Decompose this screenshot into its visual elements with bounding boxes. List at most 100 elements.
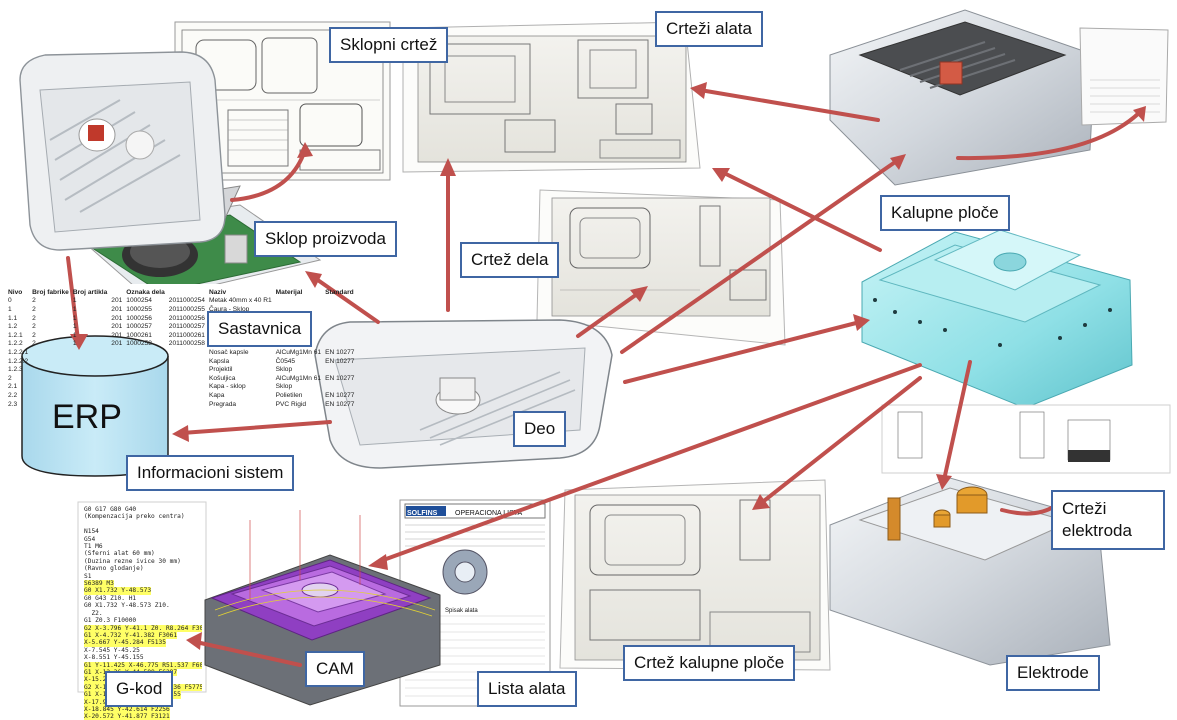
arrow-core-to-electrodes xyxy=(942,360,972,482)
bom-cell xyxy=(109,357,124,366)
bom-cell xyxy=(109,391,124,400)
gcode-line: G1 Z0.3 F10000 xyxy=(84,617,137,625)
electrode-model xyxy=(829,477,1111,666)
bom-cell: 2 xyxy=(8,374,12,382)
label-sklopni-crtez: Sklopni crtež xyxy=(329,27,449,63)
bom-cell: 1 xyxy=(8,305,12,313)
bom-cell: 2 xyxy=(32,314,36,322)
bom-cell: 201 xyxy=(111,323,123,331)
bom-cell: 2.1 xyxy=(8,383,18,391)
bom-cell xyxy=(323,383,356,392)
bom-header-cell: Broj fabrike xyxy=(32,288,69,296)
bom-cell xyxy=(109,383,124,392)
bom-cell xyxy=(167,391,207,400)
bom-cell xyxy=(71,383,109,392)
bom-cell: 1.2.2.2 xyxy=(8,357,29,365)
bom-cell xyxy=(167,374,207,383)
bom-cell: 2 xyxy=(32,305,36,313)
label-lista-alata: Lista alata xyxy=(477,671,577,707)
gcode-line: X-8.551 Y-45.155 xyxy=(84,654,144,662)
gcode-line: G0 G43 Z10. H1 xyxy=(84,594,137,602)
bom-cell: 2011000258 xyxy=(168,340,205,348)
bom-cell: EN 10277 xyxy=(325,400,355,408)
bom-cell: Kapa xyxy=(208,391,225,399)
label-crtez-kalupne-ploce: Crtež kalupne ploče xyxy=(623,645,796,681)
tool-list-subtitle: Spisak alata xyxy=(445,608,478,614)
bom-cell: 1.2.3 xyxy=(8,366,23,374)
bom-header-cell: Materijal xyxy=(275,288,303,296)
gcode-line: (Duzina rezne ivice 30 mm) xyxy=(84,557,181,565)
bom-cell xyxy=(124,348,166,357)
bom-cell xyxy=(323,365,356,374)
arrow-mold-to-sheet xyxy=(956,110,1142,161)
bom-cell: 201 xyxy=(111,305,123,313)
bom-cell xyxy=(124,357,166,366)
label-sastavnica: Sastavnica xyxy=(207,311,313,347)
bom-cell xyxy=(124,400,166,409)
arrow-core-to-tool-drawings xyxy=(720,170,882,252)
bom-cell: 2011000256 xyxy=(168,314,205,322)
gcode-line: X-7.545 Y-45.25 xyxy=(84,646,140,654)
bom-header-cell xyxy=(109,288,124,297)
mold-plate-model xyxy=(829,9,1169,186)
bom-header-cell: Broj artikla xyxy=(72,288,108,296)
gcode-line: G2 X-3.796 Y-41.1 Z0. R8.264 F3062 xyxy=(84,624,202,632)
bom-cell: Nosač kapsle xyxy=(208,348,249,356)
bom-cell xyxy=(30,391,71,400)
bom-header-cell: Oznaka dela xyxy=(126,288,165,296)
gcode-line: X-20.572 Y-41.877 F3121 xyxy=(84,713,170,720)
arrow-part-to-core xyxy=(623,320,862,384)
label-crtez-dela: Crtež dela xyxy=(460,242,560,278)
bom-cell: Sklop xyxy=(275,383,293,391)
bom-cell: Kapa - sklop xyxy=(208,383,246,391)
gcode-line: S6389 M3 xyxy=(84,580,114,588)
bom-cell xyxy=(30,400,71,409)
arrow-core-to-mold-drawing xyxy=(758,376,922,506)
arrow-cam-to-gcode xyxy=(194,640,302,667)
bom-cell: AlCuMg1Mn 61 xyxy=(275,348,322,356)
gcode-line: (Sferni alat 60 mm) xyxy=(84,550,155,558)
bom-cell: 1 xyxy=(72,314,77,322)
bom-cell xyxy=(71,365,109,374)
bom-cell: Čaura - Sklop xyxy=(208,305,250,313)
mold-plate-drawing-sheet xyxy=(559,479,831,671)
bom-header-cell: Naziv xyxy=(208,288,227,296)
bom-cell xyxy=(167,348,207,357)
bom-cell: 1 xyxy=(72,323,77,331)
bom-cell xyxy=(274,297,323,306)
bom-cell xyxy=(109,348,124,357)
bom-cell: EN 10277 xyxy=(325,348,355,356)
product-assembly-model xyxy=(19,51,322,301)
label-kalupne-ploce: Kalupne ploče xyxy=(880,195,1010,231)
bom-cell: 201 xyxy=(111,297,123,305)
bom-cell: Projektil xyxy=(208,366,233,374)
bom-cell: 1.2 xyxy=(8,323,18,331)
bom-cell xyxy=(167,365,207,374)
arrow-layer xyxy=(66,88,1142,667)
bom-cell xyxy=(167,400,207,409)
bom-row: 2.1 Kapa - sklop Sklop xyxy=(6,383,356,392)
bom-cell: 1.1 xyxy=(8,314,18,322)
gcode-line: G0 X1.732 Y-48.573 xyxy=(84,587,152,595)
bom-cell: 1000257 xyxy=(126,323,152,331)
bom-cell: 201 xyxy=(111,331,123,339)
bom-cell xyxy=(167,357,207,366)
bom-cell xyxy=(323,322,356,331)
gcode-line: S1 xyxy=(84,572,92,580)
arrow-part-to-plates xyxy=(620,158,900,354)
bom-cell: 1 xyxy=(72,340,77,348)
bom-cell xyxy=(109,374,124,383)
bom-cell: 2011000254 xyxy=(168,297,205,305)
arrow-part-to-part-drawing xyxy=(576,290,642,338)
mold-core-model xyxy=(861,229,1133,409)
arrow-part-to-erp xyxy=(180,420,332,435)
gcode-line: G54 xyxy=(84,535,96,543)
bom-cell xyxy=(30,374,71,383)
bom-cell: 1 xyxy=(72,297,77,305)
bom-cell xyxy=(30,357,71,366)
gcode-line: N154 xyxy=(84,528,99,536)
bom-cell: Metak 40mm x 40 R1 xyxy=(208,297,272,305)
